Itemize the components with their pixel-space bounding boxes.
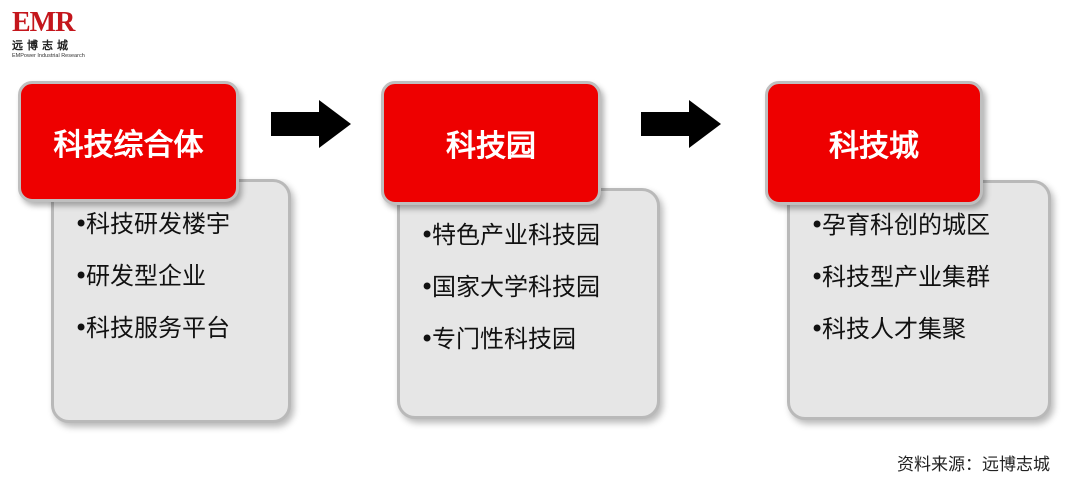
right-arrow-icon: [271, 100, 351, 148]
stage-item: •国家大学科技园: [420, 261, 657, 313]
bullet-icon: •: [810, 263, 825, 291]
logo-chinese-name: 远博志城: [12, 39, 72, 52]
stage-title-1: 科技综合体: [18, 81, 239, 202]
logo-mark: EMR: [12, 7, 75, 38]
stage-item-label: 科技人才集聚: [822, 315, 966, 343]
stage-item: •专门性科技园: [420, 313, 657, 365]
stage-item-label: 科技研发楼宇: [86, 210, 230, 238]
stage-item-label: 研发型企业: [86, 262, 206, 290]
stage-detail-box-2: •特色产业科技园 •国家大学科技园 •专门性科技园: [397, 188, 660, 419]
stage-detail-box-3: •孕育科创的城区 •科技型产业集群 •科技人才集聚: [787, 180, 1051, 420]
stage-card-1: 科技综合体 •科技研发楼宇 •研发型企业 •科技服务平台: [18, 81, 298, 426]
stage-item-label: 特色产业科技园: [432, 221, 600, 249]
stage-item: •科技人才集聚: [810, 303, 1048, 355]
source-note: 资料来源：远博志城: [897, 455, 1050, 475]
stage-item-label: 科技型产业集群: [822, 263, 990, 291]
stage-detail-box-1: •科技研发楼宇 •研发型企业 •科技服务平台: [51, 179, 291, 423]
bullet-icon: •: [74, 314, 89, 342]
bullet-icon: •: [420, 273, 435, 301]
stage-card-3: 科技城 •孕育科创的城区 •科技型产业集群 •科技人才集聚: [765, 81, 1055, 426]
stage-item-label: 科技服务平台: [86, 314, 230, 342]
stage-item: •科技型产业集群: [810, 251, 1048, 303]
stage-card-2: 科技园 •特色产业科技园 •国家大学科技园 •专门性科技园: [381, 81, 681, 426]
logo-english-name: EMPower Industrial Research: [12, 53, 85, 59]
stage-item-label: 专门性科技园: [432, 325, 576, 353]
bullet-icon: •: [74, 262, 89, 290]
bullet-icon: •: [74, 210, 89, 238]
stage-item-label: 孕育科创的城区: [822, 211, 990, 239]
bullet-icon: •: [420, 221, 435, 249]
company-logo: EMR 远博志城 EMPower Industrial Research: [12, 8, 102, 66]
stage-title-3: 科技城: [765, 81, 983, 205]
stage-item: •研发型企业: [74, 250, 288, 302]
right-arrow-icon: [641, 100, 721, 148]
bullet-icon: •: [810, 211, 825, 239]
bullet-icon: •: [810, 315, 825, 343]
bullet-icon: •: [420, 325, 435, 353]
stage-item: •特色产业科技园: [420, 209, 657, 261]
stage-item: •科技研发楼宇: [74, 198, 288, 250]
stage-item-label: 国家大学科技园: [432, 273, 600, 301]
stage-title-2: 科技园: [381, 81, 601, 205]
stage-item: •科技服务平台: [74, 302, 288, 354]
stage-item: •孕育科创的城区: [810, 199, 1048, 251]
